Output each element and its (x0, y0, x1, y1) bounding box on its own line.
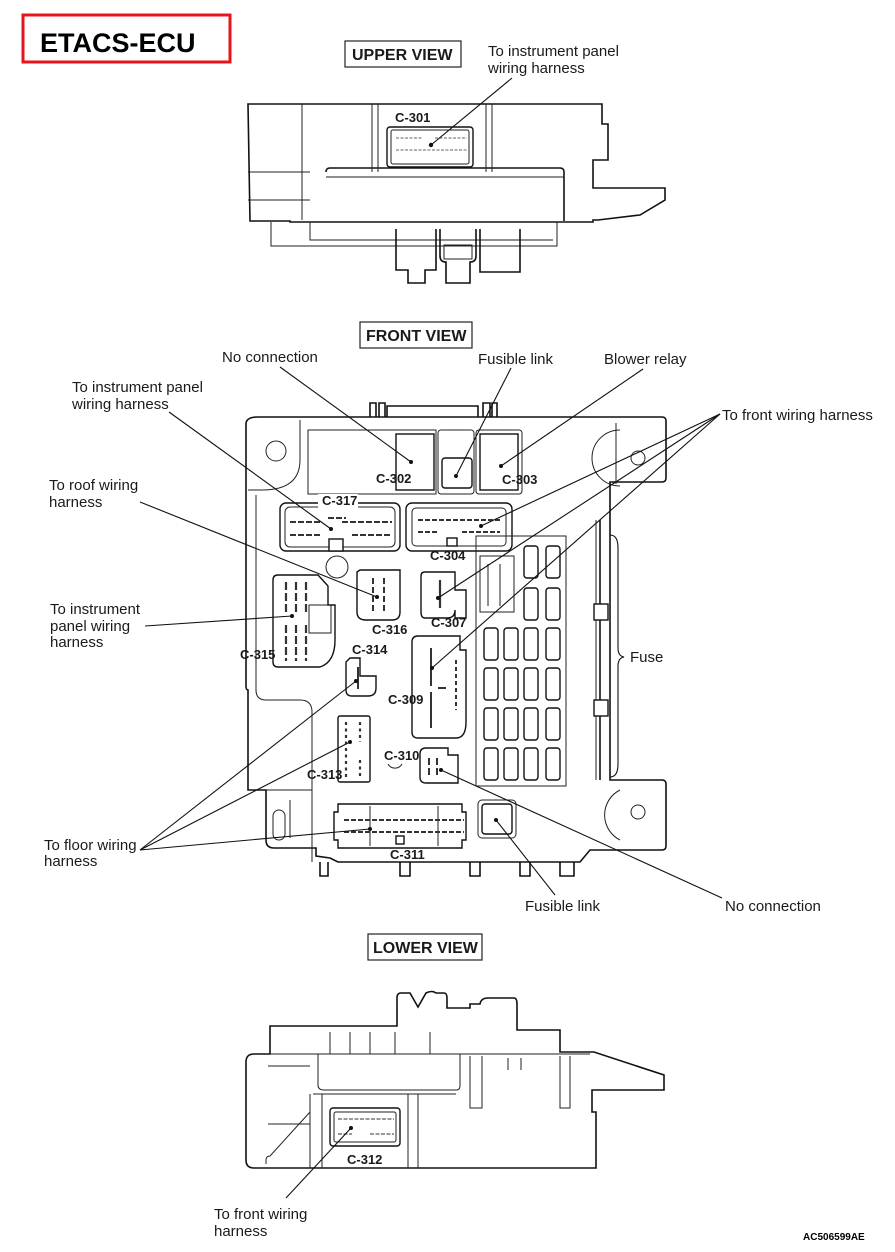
fuse-slot (545, 587, 561, 621)
connector-label-c309: C-309 (388, 692, 423, 707)
connector-c304 (405, 502, 513, 552)
callout-floor-wiring-line1: To floor wiring (44, 837, 137, 854)
callout-fuse: Fuse (630, 649, 663, 666)
connector-c316 (356, 569, 401, 621)
connector-label-c303: C-303 (502, 472, 537, 487)
fuse-slot (545, 667, 561, 701)
connector-c317 (279, 502, 401, 552)
diagram-title: ETACS-ECU (40, 28, 196, 58)
callout-floor-wiring-line2: harness (44, 853, 97, 870)
callout-roof-wiring-line1: To roof wiring (49, 477, 138, 494)
fuse-slot (483, 667, 499, 701)
callout-upper-instrument-panel-line2: wiring harness (487, 60, 585, 77)
callout-instrument-panel-top-line1: To instrument panel (72, 379, 203, 396)
connector-c310 (419, 747, 459, 784)
reference-code: AC506599AE (803, 1232, 865, 1243)
callout-instrument-panel-mid-line3: harness (50, 634, 103, 651)
leader-lower-front-wiring (285, 1127, 352, 1199)
front-view: FRONT VIEW C-302 C-303 (44, 321, 873, 915)
fuse-slot (503, 667, 519, 701)
connector-label-c317: C-317 (322, 493, 357, 508)
fuse-slot (545, 627, 561, 661)
connector-c311 (333, 803, 467, 849)
connector-label-c302: C-302 (376, 471, 411, 486)
fuse-brace (609, 534, 625, 778)
fuse-slot (523, 707, 539, 741)
callout-lower-front-wiring-line2: harness (214, 1223, 267, 1240)
fuse-slot (483, 627, 499, 661)
fuse-slot (483, 747, 499, 781)
callout-no-connection-bottom: No connection (725, 898, 821, 915)
fuse-slot (523, 747, 539, 781)
lower-ecu-housing (245, 990, 665, 1169)
callout-fusible-link-top: Fusible link (478, 351, 554, 368)
upper-view-heading: UPPER VIEW (352, 47, 453, 64)
front-leader-lines (139, 366, 723, 899)
fuse-slot (545, 747, 561, 781)
fuse-slot (545, 707, 561, 741)
connector-label-c312: C-312 (347, 1152, 382, 1167)
fuse-slot (483, 707, 499, 741)
callout-instrument-panel-mid-line1: To instrument (50, 601, 141, 618)
connector-label-c314: C-314 (352, 642, 388, 657)
callout-front-wiring-harness: To front wiring harness (722, 407, 873, 424)
title-box (21, 13, 232, 64)
leader-upper-instrument-panel (430, 77, 513, 146)
connector-label-c315: C-315 (240, 647, 275, 662)
lower-view: LOWER VIEW C-312 To front wiring harness (214, 933, 665, 1240)
title-block: ETACS-ECU (21, 13, 232, 64)
callout-no-connection-top: No connection (222, 349, 318, 366)
connector-label-c310: C-310 (384, 748, 419, 763)
upper-ecu-housing (247, 103, 666, 284)
fuse-slot (503, 747, 519, 781)
upper-view: UPPER VIEW To instrument panel wiring ha… (247, 40, 666, 284)
connector-label-c301: C-301 (395, 110, 430, 125)
top-compartments (307, 429, 523, 495)
connector-label-c316: C-316 (372, 622, 407, 637)
callout-upper-instrument-panel-line1: To instrument panel (488, 43, 619, 60)
callout-instrument-panel-mid-line2: panel wiring (50, 618, 130, 635)
c301-pins (396, 137, 467, 151)
connector-c315 (272, 574, 336, 668)
lower-view-heading: LOWER VIEW (373, 940, 479, 957)
fuse-slot (523, 545, 539, 579)
connector-label-c313: C-313 (307, 767, 342, 782)
fusible-link-lower (477, 799, 517, 839)
callout-instrument-panel-top-line2: wiring harness (71, 396, 169, 413)
callout-fusible-link-bottom: Fusible link (525, 898, 601, 915)
connector-label-c304: C-304 (430, 548, 466, 563)
connector-label-c307: C-307 (431, 615, 466, 630)
callout-lower-front-wiring-line1: To front wiring (214, 1206, 307, 1223)
front-ecu-housing (245, 402, 667, 877)
fuse-slot (503, 627, 519, 661)
fuse-block (475, 535, 567, 787)
fuse-slot (523, 667, 539, 701)
callout-blower-relay: Blower relay (604, 351, 687, 368)
connector-c309 (411, 635, 467, 739)
front-view-heading: FRONT VIEW (366, 328, 467, 345)
connector-c313 (337, 715, 371, 783)
connector-c314 (345, 657, 377, 697)
connector-label-c311: C-311 (390, 847, 425, 862)
fuse-slot (523, 627, 539, 661)
fuse-slot (523, 587, 539, 621)
callout-roof-wiring-line2: harness (49, 494, 102, 511)
fuse-slot (503, 707, 519, 741)
